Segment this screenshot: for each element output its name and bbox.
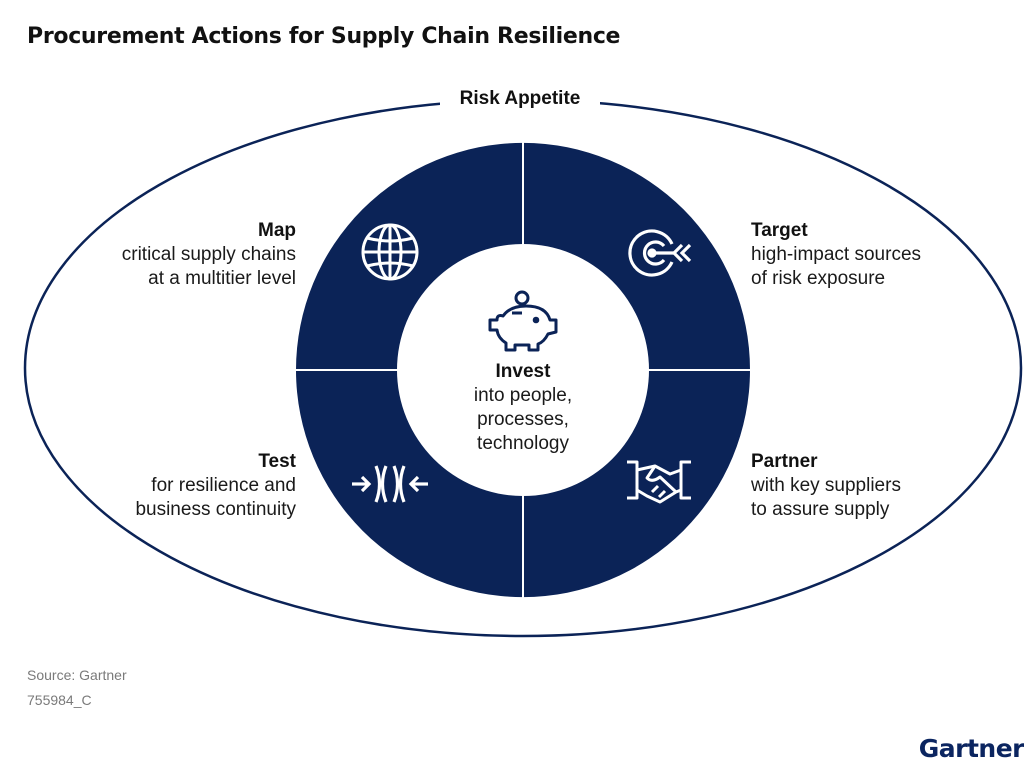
source-note: Source: Gartner — [27, 667, 127, 683]
map-line-2: at a multitier level — [148, 268, 296, 289]
gartner-logo: Gartner — [918, 734, 1024, 763]
partner-line-2: to assure supply — [751, 499, 890, 520]
test-title: Test — [258, 451, 296, 472]
test-label: Test for resilience and business continu… — [135, 450, 296, 522]
invest-label: Invest into people, processes, technolog… — [433, 360, 613, 456]
test-line-2: business continuity — [135, 499, 296, 520]
partner-title: Partner — [751, 451, 818, 472]
risk-appetite-label: Risk Appetite — [440, 86, 600, 112]
target-line-2: of risk exposure — [751, 268, 886, 289]
partner-line-1: with key suppliers — [751, 475, 901, 496]
invest-line-3: technology — [477, 433, 569, 454]
invest-line-1: into people, — [473, 385, 573, 406]
handshake-icon — [627, 460, 691, 504]
target-line-1: high-impact sources — [751, 244, 922, 265]
map-label: Map critical supply chains at a multitie… — [122, 219, 296, 291]
piggy-bank-icon — [488, 290, 558, 352]
test-line-1: for resilience and — [151, 475, 296, 496]
partner-label: Partner with key suppliers to assure sup… — [751, 450, 901, 522]
invest-title: Invest — [495, 361, 551, 382]
target-title: Target — [751, 220, 808, 241]
map-line-1: critical supply chains — [121, 244, 296, 265]
target-icon — [628, 229, 692, 277]
globe-icon — [361, 223, 419, 281]
map-title: Map — [258, 220, 296, 241]
compress-arrows-icon — [352, 465, 428, 503]
invest-line-2: processes, — [477, 409, 569, 430]
diagram-title: Procurement Actions for Supply Chain Res… — [27, 24, 621, 49]
figure-code: 755984_C — [27, 692, 92, 708]
target-label: Target high-impact sources of risk expos… — [751, 219, 921, 291]
